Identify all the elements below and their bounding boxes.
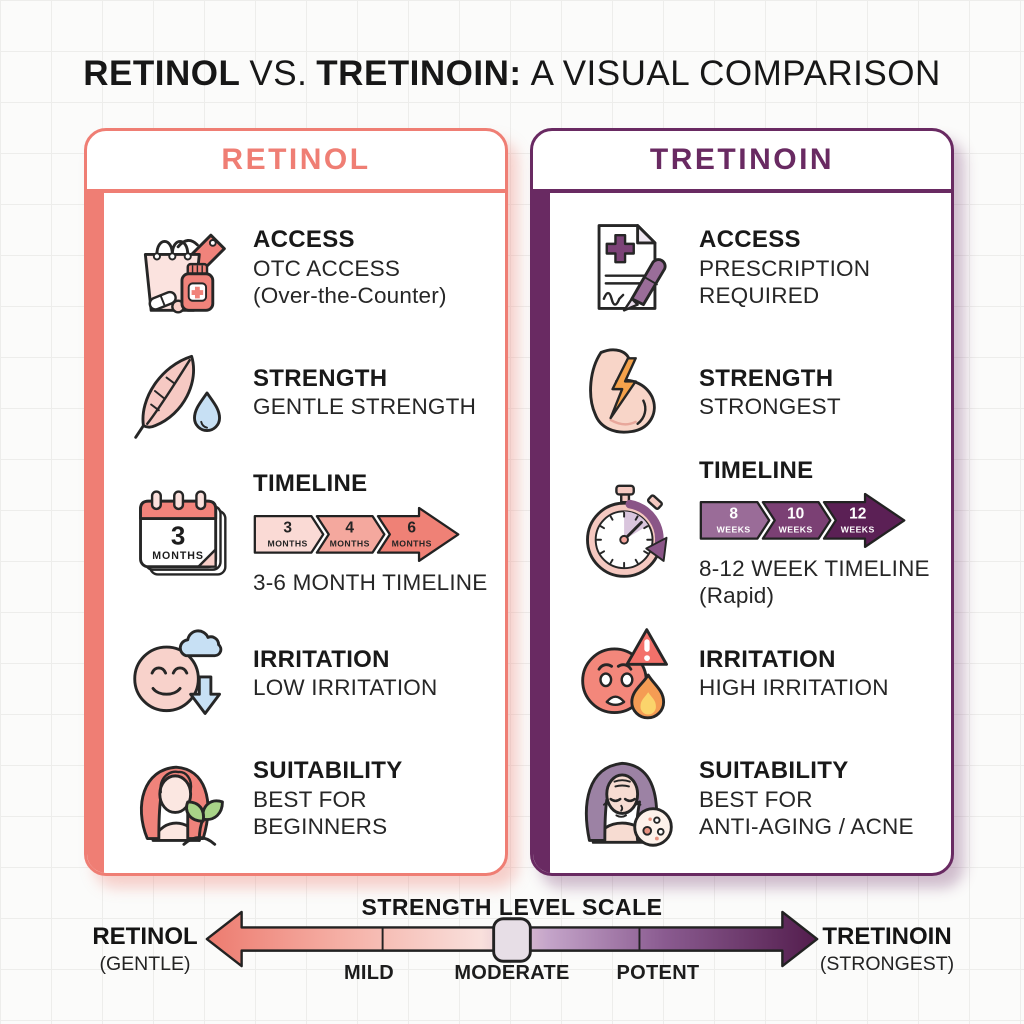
svg-text:3: 3	[283, 519, 292, 536]
scale-left-label: RETINOL (GENTLE)	[70, 922, 220, 976]
retinol-card-body: ACCESS OTC ACCESS (Over-the-Counter)	[87, 193, 505, 873]
comparison-cards: RETINOL	[84, 128, 954, 876]
retinol-access-row: ACCESS OTC ACCESS (Over-the-Counter)	[125, 205, 491, 330]
feather-water-droplet-icon	[125, 336, 237, 448]
shopping-bag-price-tag-pill-bottle-icon	[125, 211, 237, 323]
svg-text:10: 10	[787, 506, 804, 523]
retinol-card-title: RETINOL	[87, 131, 505, 193]
title-vs: VS.	[249, 54, 308, 93]
timeline-label: TIMELINE	[699, 456, 814, 484]
tretinoin-suitability-row: SUITABILITY BEST FOR ANTI-AGING / ACNE	[571, 736, 937, 861]
access-value-2: REQUIRED	[699, 282, 820, 308]
svg-text:MONTHS: MONTHS	[268, 538, 308, 548]
suitability-value: BEST FOR	[699, 786, 813, 812]
suitability-value-2: ANTI-AGING / ACNE	[699, 813, 914, 839]
svg-text:4: 4	[345, 519, 354, 536]
svg-text:WEEKS: WEEKS	[717, 525, 751, 535]
distressed-face-warning-flame-icon	[571, 618, 683, 730]
tretinoin-card-body: ACCESS PRESCRIPTION REQUIRED	[533, 193, 951, 873]
access-value: PRESCRIPTION	[699, 255, 871, 281]
retinol-suitability-row: SUITABILITY BEST FOR BEGINNERS	[125, 736, 491, 861]
scale-slider-handle	[492, 917, 532, 963]
svg-text:12: 12	[849, 506, 866, 523]
strength-value: STRONGEST	[699, 394, 841, 420]
scale-right-name: TRETINOIN	[822, 923, 952, 950]
strength-value: GENTLE STRENGTH	[253, 394, 477, 420]
scale-right-label: TRETINOIN (STRONGEST)	[812, 922, 962, 976]
tretinoin-strength-row: STRENGTH STRONGEST	[571, 330, 937, 455]
suitability-value: BEST FOR BEGINNERS	[253, 786, 388, 839]
tretinoin-card: TRETINOIN	[530, 128, 954, 876]
retinol-irritation-row: IRRITATION LOW IRRITATION	[125, 611, 491, 736]
scale-title: STRENGTH LEVEL SCALE	[361, 894, 663, 920]
access-label: ACCESS	[253, 226, 355, 254]
retinol-accent-stripe	[87, 193, 104, 873]
scale-left-name: RETINOL	[92, 923, 198, 950]
strength-label: STRENGTH	[699, 364, 834, 392]
tretinoin-irritation-row: IRRITATION HIGH IRRITATION	[571, 611, 937, 736]
tretinoin-accent-stripe	[533, 193, 550, 873]
tretinoin-timeline-row: TIMELINE 8 WEEKS 10 WEEKS	[571, 455, 937, 611]
retinol-timeline-arrows: 3 MONTHS 4 MONTHS 6 MONTHS	[253, 505, 487, 562]
retinol-card: RETINOL	[84, 128, 508, 876]
timeline-label: TIMELINE	[253, 470, 368, 498]
prescription-document-pen-icon	[571, 211, 683, 323]
irritation-label: IRRITATION	[699, 645, 836, 673]
timeline-caption-2: (Rapid)	[699, 583, 775, 609]
svg-text:WEEKS: WEEKS	[841, 525, 875, 535]
tretinoin-access-row: ACCESS PRESCRIPTION REQUIRED	[571, 205, 937, 330]
timeline-caption: 3-6 MONTH TIMELINE	[253, 569, 488, 595]
svg-text:MONTHS: MONTHS	[392, 538, 432, 548]
title-tail: A VISUAL COMPARISON	[530, 54, 941, 93]
svg-text:WEEKS: WEEKS	[779, 525, 813, 535]
irritation-label: IRRITATION	[253, 645, 390, 673]
access-value: OTC ACCESS	[253, 255, 401, 281]
retinol-strength-row: STRENGTH GENTLE STRENGTH	[125, 330, 491, 455]
svg-text:MONTHS: MONTHS	[330, 538, 370, 548]
irritation-value: HIGH IRRITATION	[699, 675, 889, 701]
stopwatch-icon	[571, 477, 683, 589]
happy-face-cloud-down-arrow-icon	[125, 618, 237, 730]
flexed-bicep-lightning-icon	[571, 336, 683, 448]
scale-gradient-arrow	[205, 910, 819, 968]
strength-scale: MILD MODERATE POTENT	[203, 906, 821, 1006]
scale-right-sub: (STRONGEST)	[819, 953, 955, 975]
svg-text:MONTHS: MONTHS	[152, 550, 204, 562]
svg-text:8: 8	[729, 506, 738, 523]
suitability-label: SUITABILITY	[699, 757, 849, 785]
timeline-caption: 8-12 WEEK TIMELINE	[699, 556, 930, 582]
scale-tick-mild: MILD	[343, 962, 395, 984]
irritation-value: LOW IRRITATION	[253, 675, 438, 701]
title-tretinoin: TRETINOIN:	[316, 54, 522, 93]
scale-tick-potent: POTENT	[616, 962, 700, 984]
calendar-icon: 3 MONTHS	[125, 477, 237, 589]
strength-label: STRENGTH	[253, 364, 388, 392]
scale-left-sub: (GENTLE)	[99, 953, 191, 975]
svg-text:3: 3	[171, 521, 185, 551]
scale-tick-moderate: MODERATE	[454, 962, 570, 984]
tretinoin-card-title: TRETINOIN	[533, 131, 951, 193]
access-label: ACCESS	[699, 226, 801, 254]
tretinoin-timeline-arrows: 8 WEEKS 10 WEEKS 12 WEEKS	[699, 491, 930, 549]
suitability-label: SUITABILITY	[253, 757, 403, 785]
title-retinol: RETINOL	[83, 54, 241, 93]
svg-text:6: 6	[407, 519, 416, 536]
mature-woman-acne-closeup-icon	[571, 743, 683, 855]
access-value-2: (Over-the-Counter)	[253, 282, 447, 308]
retinol-timeline-row: 3 MONTHS TIMELINE	[125, 455, 491, 611]
woman-with-sprout-icon	[125, 743, 237, 855]
